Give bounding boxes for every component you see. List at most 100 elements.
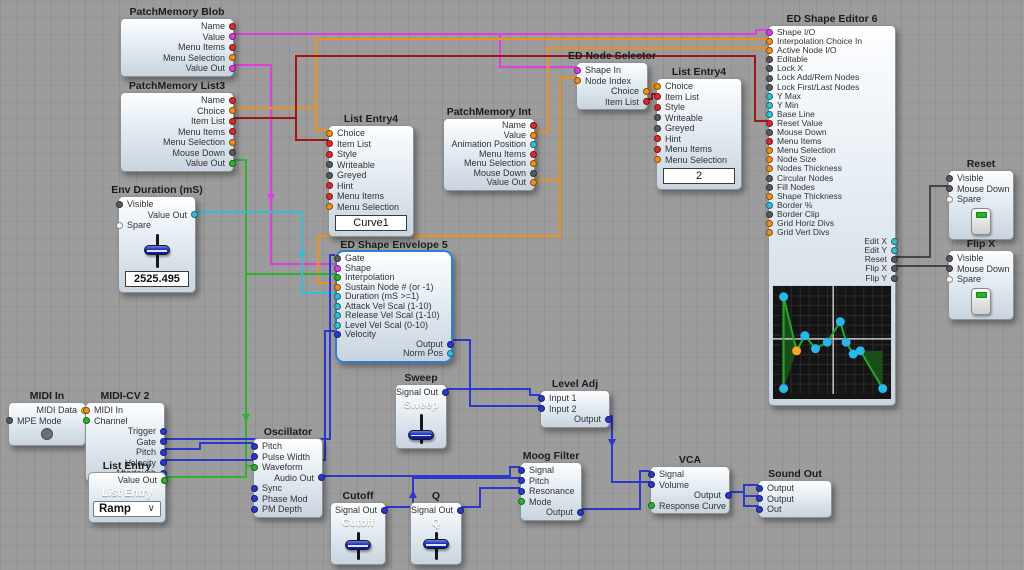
slider-control[interactable]	[401, 413, 441, 444]
patch-wire[interactable]	[232, 159, 335, 275]
audio-out-port[interactable]	[318, 474, 325, 482]
level-vel-scal-0-10-port[interactable]	[334, 321, 341, 329]
flip-y-port[interactable]	[891, 274, 898, 282]
slider-knob[interactable]	[423, 539, 449, 550]
slider-control[interactable]	[137, 233, 177, 268]
patch-wire[interactable]	[163, 330, 335, 461]
writeable-port[interactable]	[654, 114, 661, 122]
patch-wire[interactable]	[445, 388, 540, 396]
shape-node[interactable]	[848, 349, 858, 359]
value-display[interactable]: 2525.495	[125, 270, 189, 287]
shape-node[interactable]	[841, 337, 851, 347]
phase-mod-port[interactable]	[251, 495, 258, 503]
name-port[interactable]	[530, 122, 537, 130]
output-port[interactable]	[577, 508, 584, 516]
spare-port[interactable]	[116, 221, 123, 229]
patch-wire[interactable]	[460, 487, 520, 508]
patch-wire[interactable]	[499, 34, 576, 68]
signal-out-port[interactable]	[457, 506, 464, 514]
velocity-port[interactable]	[334, 331, 341, 339]
gate-port[interactable]	[160, 438, 167, 446]
patch-wire[interactable]	[896, 185, 948, 258]
patch-wire[interactable]	[232, 38, 768, 109]
name-port[interactable]	[229, 22, 236, 30]
duration-ms-1-port[interactable]	[334, 293, 341, 301]
patch-wire[interactable]	[163, 254, 335, 440]
signal-port[interactable]	[648, 470, 655, 478]
flip-x-port[interactable]	[891, 265, 898, 273]
choice-port[interactable]	[654, 82, 661, 90]
pitch-port[interactable]	[251, 442, 258, 450]
shape-node[interactable]	[779, 291, 789, 301]
midi-in-port[interactable]	[83, 406, 90, 414]
style-port[interactable]	[654, 103, 661, 111]
patch-wire[interactable]	[535, 77, 576, 181]
value-port[interactable]	[530, 131, 537, 139]
fill-nodes-port[interactable]	[766, 183, 773, 191]
sustain-node-or-1-port[interactable]	[334, 283, 341, 291]
shape-i-o-port[interactable]	[766, 29, 773, 37]
item-list-port[interactable]	[229, 117, 236, 125]
patch-wire[interactable]	[232, 55, 768, 122]
patch-wire[interactable]	[163, 442, 253, 450]
pitch-port[interactable]	[518, 477, 525, 485]
signal-port[interactable]	[518, 466, 525, 474]
mouse-down-port[interactable]	[766, 129, 773, 137]
menu-selection-port[interactable]	[766, 147, 773, 155]
menu-items-port[interactable]	[654, 145, 661, 153]
choice-port[interactable]	[229, 107, 236, 115]
reset-button[interactable]	[971, 207, 991, 235]
value-out-port[interactable]	[229, 159, 236, 167]
mouse-down-port[interactable]	[946, 265, 953, 273]
patch-wire[interactable]	[321, 466, 520, 477]
y-min-port[interactable]	[766, 101, 773, 109]
value-out-port[interactable]	[229, 64, 236, 72]
value-out-port[interactable]	[191, 211, 198, 219]
patch-wire[interactable]	[164, 465, 253, 478]
slider-knob[interactable]	[144, 245, 170, 255]
gate-port[interactable]	[334, 255, 341, 263]
patch-wire[interactable]	[648, 82, 656, 89]
shape-node[interactable]	[822, 337, 832, 347]
menu-items-port[interactable]	[766, 138, 773, 146]
shape-node[interactable]	[810, 343, 820, 353]
resonance-port[interactable]	[518, 487, 525, 495]
shape-node[interactable]	[800, 330, 810, 340]
y-max-port[interactable]	[766, 92, 773, 100]
mode-port[interactable]	[518, 498, 525, 506]
border-port[interactable]	[766, 201, 773, 209]
lock-add-rem-nodes-port[interactable]	[766, 74, 773, 82]
output-port[interactable]	[725, 491, 732, 499]
norm-pos-port[interactable]	[447, 350, 454, 358]
visible-port[interactable]	[116, 200, 123, 208]
editable-port[interactable]	[766, 56, 773, 64]
output-port[interactable]	[756, 495, 763, 503]
velocity-port[interactable]	[160, 459, 167, 467]
patch-wire[interactable]	[232, 29, 768, 35]
out-port[interactable]	[756, 505, 763, 513]
patch-wire[interactable]	[317, 180, 561, 284]
response-curve-port[interactable]	[648, 502, 655, 510]
value-out-port[interactable]	[530, 179, 537, 187]
pulse-width-port[interactable]	[251, 453, 258, 461]
item-list-port[interactable]	[654, 93, 661, 101]
menu-items-port[interactable]	[326, 192, 333, 200]
mouse-down-port[interactable]	[229, 149, 236, 157]
value-display[interactable]: 2	[663, 168, 735, 184]
slider-knob[interactable]	[408, 429, 434, 440]
patch-wire[interactable]	[728, 484, 758, 493]
value-port[interactable]	[229, 33, 236, 41]
selected-shape-node[interactable]	[792, 345, 802, 355]
